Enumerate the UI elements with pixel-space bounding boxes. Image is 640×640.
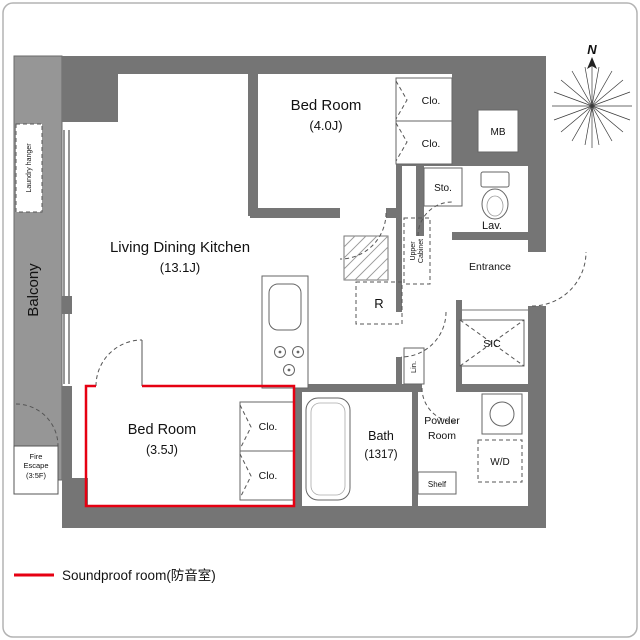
shelf-label: Shelf: [428, 480, 447, 489]
kitchen-sink-icon: [268, 283, 302, 331]
kitchen-counter: [261, 275, 309, 389]
refrigerator-label: R: [374, 296, 383, 311]
north-arrow-icon: [587, 57, 597, 69]
bath-label: Bath: [368, 429, 394, 443]
shoe-closet-sic: [459, 319, 525, 367]
laundry-hanger-label: Laundry hanger: [26, 143, 33, 193]
mb-label: MB: [491, 127, 506, 138]
powder-room-label: Powder: [424, 415, 460, 427]
bathtub-icon: [305, 397, 351, 501]
laundry-hanger-box: [15, 123, 43, 213]
sic-label: SIC: [483, 338, 501, 350]
svg-text:(3:5F): (3:5F): [26, 471, 47, 480]
door-arcs: [95, 201, 587, 423]
balcony-label: Balcony: [25, 263, 42, 317]
compass-north-label: N: [587, 42, 597, 57]
closet-label: Clo.: [259, 470, 278, 482]
svg-text:Escape: Escape: [23, 461, 48, 470]
upper-cabinet-label: Upper Cabinet: [410, 239, 425, 263]
washer-icon: [481, 393, 523, 435]
stove-burner-icon: [274, 346, 304, 376]
bedroom35-size-label: (3.5J): [146, 443, 178, 457]
pipe-space-hatch: [343, 235, 389, 281]
ldk-size-label: (13.1J): [160, 260, 200, 275]
soundproof-room-outline: [84, 384, 296, 508]
bath-size-label: (1317): [364, 449, 397, 461]
upper-cabinet-box: [403, 217, 431, 285]
closet-label: Clo.: [422, 95, 441, 107]
bedroom35-label: Bed Room: [128, 422, 197, 438]
closet-label: Clo.: [422, 138, 441, 150]
fire-escape-label: Fire Escape (3:5F): [23, 452, 48, 480]
washer-dryer-space: [477, 439, 523, 483]
linen-label: Lin.: [409, 361, 418, 373]
legend: Soundproof room(防音室): [14, 567, 216, 583]
toilet-icon: [480, 171, 510, 220]
storage-box: [423, 167, 463, 207]
folding-door-icon: [395, 80, 408, 120]
folding-door-icon: [239, 404, 252, 450]
folding-door-icon: [395, 122, 408, 162]
refrigerator-space: [355, 281, 403, 325]
folding-door-icon: [239, 453, 252, 499]
bedroom4-label: Bed Room: [291, 97, 362, 114]
window-icon: [63, 130, 70, 384]
powder-room-label: Room: [428, 430, 456, 442]
svg-text:Cabinet: Cabinet: [418, 239, 425, 263]
legend-label: Soundproof room(防音室): [62, 567, 216, 583]
lavatory-label: Lav.: [482, 220, 502, 232]
svg-text:Fire: Fire: [30, 452, 43, 461]
compass-icon: [552, 57, 632, 148]
wd-label: W/D: [490, 457, 509, 468]
closet-bottom: [239, 401, 295, 501]
svg-text:Upper: Upper: [410, 241, 417, 261]
closet-label: Clo.: [259, 421, 278, 433]
bedroom4-size-label: (4.0J): [309, 118, 342, 133]
shelf-box: [417, 471, 457, 495]
walls: [62, 56, 546, 528]
linen-closet: [403, 347, 425, 385]
fire-escape-hatch: [13, 403, 59, 495]
entrance-label: Entrance: [469, 261, 511, 273]
storage-label: Sto.: [434, 183, 452, 194]
ldk-label: Living Dining Kitchen: [110, 239, 250, 256]
meter-box: [477, 109, 519, 153]
closet-top: [395, 77, 453, 165]
